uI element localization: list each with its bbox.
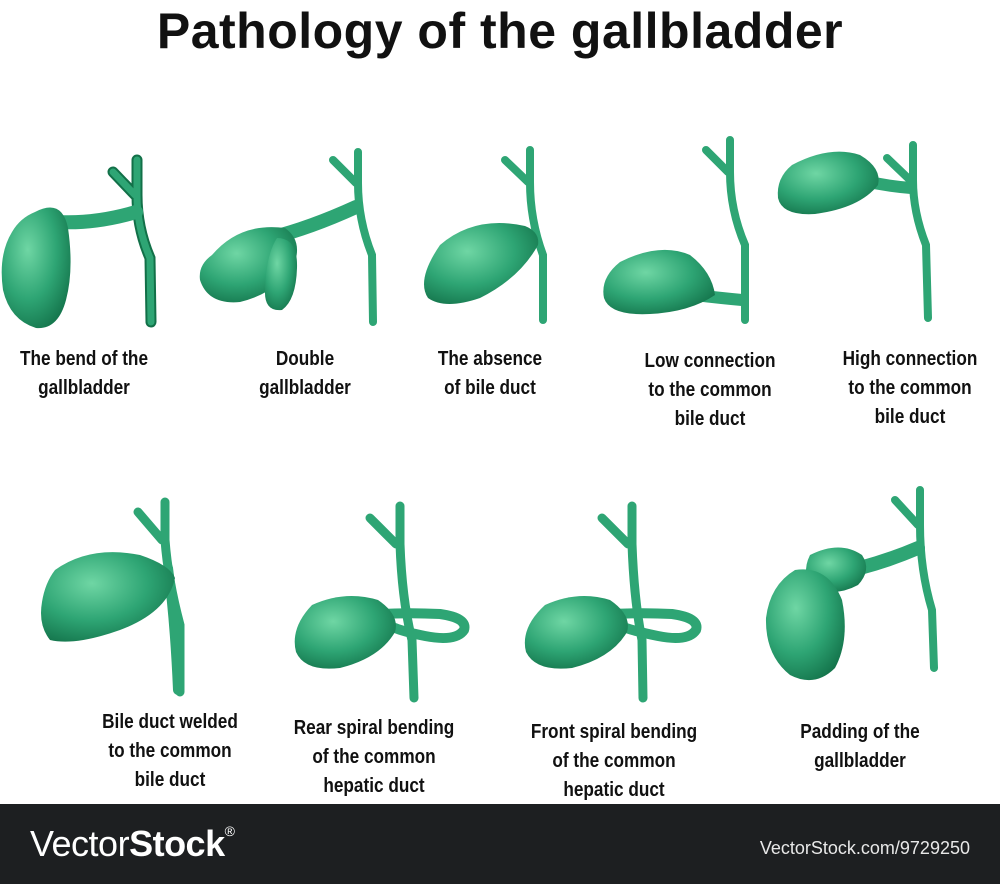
label-line: High connection (842, 348, 978, 370)
label-line: Double (275, 348, 335, 370)
label-line: of the common (552, 750, 676, 772)
label-line: bile duct (134, 769, 206, 791)
label-rear-spiral-bending: Rear spiral bending of the common hepati… (274, 714, 474, 801)
label-line: to the common (848, 377, 972, 399)
label-line: hepatic duct (323, 775, 425, 797)
brand-bold: Stock (129, 823, 225, 864)
label-line: Padding of the (800, 721, 920, 743)
label-bile-duct-welded: Bile duct welded to the common bile duct (80, 708, 261, 795)
label-high-connection: High connection to the common bile duct (833, 345, 988, 432)
stock-id-link[interactable]: VectorStock.com/9729250 (759, 838, 970, 858)
brand-light: Vector (30, 823, 130, 864)
label-double-gallbladder: Double gallbladder (228, 345, 383, 403)
label-line: gallbladder (38, 377, 130, 399)
absence-of-bile-duct-illustration (424, 146, 547, 324)
label-line: The absence (437, 348, 543, 370)
label-low-connection: Low connection to the common bile duct (620, 347, 801, 434)
label-line: gallbladder (259, 377, 351, 399)
label-front-spiral-bending: Front spiral bending of the common hepat… (509, 718, 719, 805)
label-line: Bile duct welded (102, 711, 238, 733)
label-line: of the common (312, 746, 436, 768)
label-line: of bile duct (444, 377, 536, 399)
gallbladder-bend-illustration (1, 154, 157, 329)
label-line: to the common (108, 740, 232, 762)
label-line: Front spiral bending (530, 721, 698, 743)
label-absence-of-bile-duct: The absence of bile duct (413, 345, 568, 403)
padding-of-gallbladder-illustration (765, 486, 938, 681)
label-line: bile duct (874, 406, 946, 428)
label-line: Low connection (644, 350, 776, 372)
vectorstock-logo[interactable]: VectorStock® (30, 823, 235, 865)
rear-spiral-bending-illustration (294, 501, 470, 703)
low-connection-illustration (603, 136, 749, 324)
label-line: bile duct (674, 408, 746, 430)
label-line: Rear spiral bending (293, 717, 455, 739)
page-title: Pathology of the gallbladder (156, 3, 844, 59)
front-spiral-bending-illustration (524, 501, 702, 703)
label-line: hepatic duct (563, 779, 665, 801)
bile-duct-welded-illustration (41, 497, 185, 697)
double-gallbladder-illustration (199, 148, 377, 326)
label-line: gallbladder (814, 750, 906, 772)
label-bend-of-gallbladder: The bend of the gallbladder (12, 345, 156, 403)
footer-bar: VectorStock® VectorStock.com/9729250 (0, 804, 1000, 884)
registered-mark: ® (224, 823, 235, 839)
label-line: to the common (648, 379, 772, 401)
label-padding-of-gallbladder: Padding of the gallbladder (774, 718, 946, 776)
label-line: The bend of the (19, 348, 149, 370)
high-connection-illustration (777, 141, 932, 322)
